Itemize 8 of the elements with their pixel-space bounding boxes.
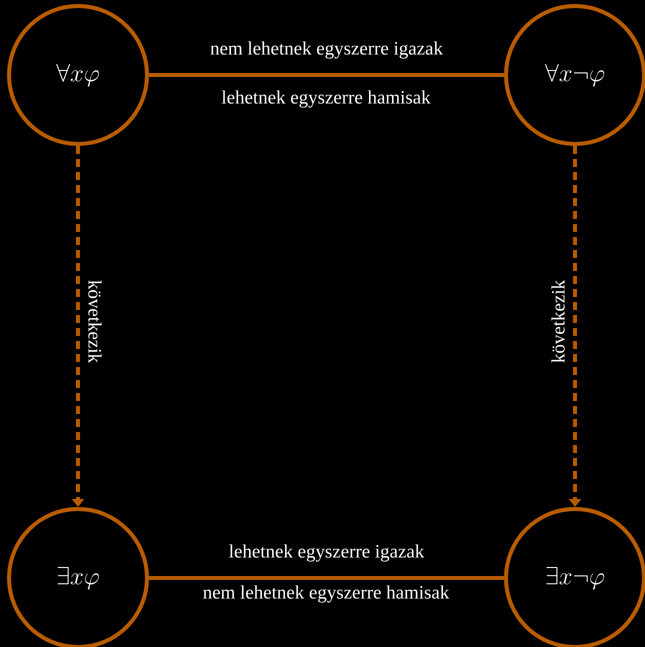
edge-label: lehetnek egyszerre igazak [229,544,424,562]
line [149,73,504,77]
edge-label: nem lehetnek egyszerre igazak [210,41,443,59]
relation-label: lehetnek egyszerre hamisak [222,90,431,108]
line [149,576,504,580]
relation-label: nem lehetnek egyszerre hamisak [203,585,450,603]
edge-label: következik [88,280,102,364]
edge-label: következik [551,280,565,363]
